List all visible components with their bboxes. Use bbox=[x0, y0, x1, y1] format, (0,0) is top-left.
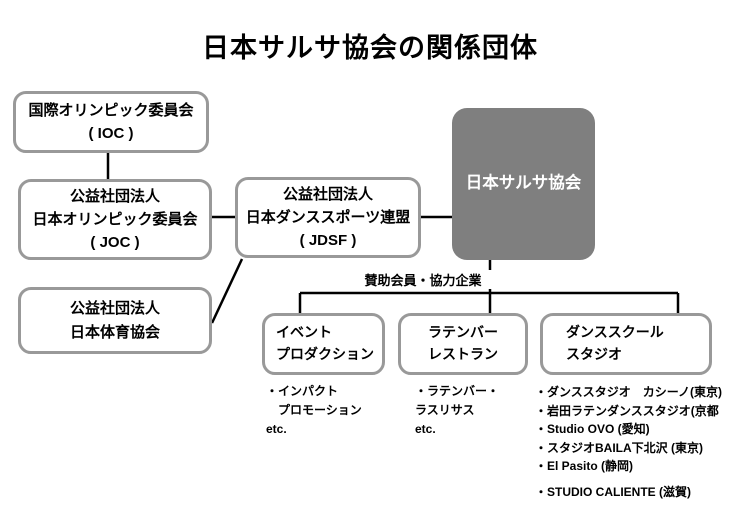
list-item: ・岩田ラテンダンススタジオ(京都 bbox=[535, 403, 719, 418]
node-joc: 公益社団法人 日本オリンピック委員会 ( JOC ) bbox=[18, 179, 212, 260]
list-item: プロモーション bbox=[266, 403, 362, 417]
node-dance-line: スタジオ bbox=[566, 346, 622, 362]
node-jdsf-line: 日本ダンススポーツ連盟 bbox=[245, 208, 411, 226]
node-event-line: プロダクション bbox=[276, 346, 374, 362]
node-salsa-label: 日本サルサ協会 bbox=[465, 174, 582, 193]
page-title: 日本サルサ協会の関係団体 bbox=[202, 33, 538, 63]
latin-bar-examples-list: ・ラテンバー・ ラスリサス etc. bbox=[415, 382, 535, 439]
list-item: ラスリサス bbox=[415, 403, 475, 417]
node-event-line: イベント bbox=[276, 324, 332, 341]
node-latin-bar-restaurant: ラテンバー レストラン bbox=[398, 313, 528, 375]
list-item: ・STUDIO CALIENTE (滋賀) bbox=[535, 484, 691, 499]
node-japan-sports-association: 公益社団法人 日本体育協会 bbox=[18, 287, 212, 354]
node-event-production: イベント プロダクション bbox=[262, 313, 385, 375]
list-item: ・スタジオBAILA下北沢 (東京) bbox=[535, 440, 703, 455]
node-taiiku-line: 日本体育協会 bbox=[69, 323, 160, 341]
event-examples-list: ・インパクト プロモーション etc. bbox=[266, 382, 396, 439]
list-item: ・インパクト bbox=[266, 384, 339, 398]
list-item: ・ラテンバー・ bbox=[415, 384, 500, 398]
node-ioc-line: ( IOC ) bbox=[88, 125, 134, 142]
node-joc-line: 日本オリンピック委員会 bbox=[32, 210, 198, 228]
node-ioc: 国際オリンピック委員会 ( IOC ) bbox=[13, 91, 209, 153]
list-item: ・ダンススタジオ カシーノ(東京) bbox=[535, 385, 723, 399]
node-ioc-line: 国際オリンピック委員会 bbox=[28, 101, 194, 119]
node-jdsf-line: 公益社団法人 bbox=[282, 185, 373, 203]
node-dance-line: ダンススクール bbox=[566, 324, 664, 341]
list-item: ・Studio OVO (愛知) bbox=[535, 422, 650, 436]
node-joc-line: ( JOC ) bbox=[90, 234, 140, 252]
line-jdsf-taiiku-diagonal bbox=[210, 258, 244, 324]
list-item: etc. bbox=[415, 422, 436, 436]
supporting-members-label: 賛助会員・協力企業 bbox=[352, 270, 494, 289]
dance-school-examples-list: ・ダンススタジオ カシーノ(東京) ・岩田ラテンダンススタジオ(京都 ・Stud… bbox=[535, 383, 740, 501]
list-item: ・El Pasito (静岡) bbox=[535, 459, 634, 473]
node-latin-line: ラテンバー bbox=[428, 324, 498, 341]
list-item: etc. bbox=[266, 422, 287, 436]
node-dance-school-studio: ダンススクール スタジオ bbox=[540, 313, 712, 375]
node-latin-line: レストラン bbox=[428, 346, 498, 362]
node-joc-line: 公益社団法人 bbox=[69, 187, 160, 205]
node-jdsf: 公益社団法人 日本ダンススポーツ連盟 ( JDSF ) bbox=[235, 177, 421, 258]
node-japan-salsa-association: 日本サルサ協会 bbox=[452, 108, 595, 260]
node-taiiku-line: 公益社団法人 bbox=[69, 300, 160, 318]
node-jdsf-line: ( JDSF ) bbox=[299, 232, 357, 250]
